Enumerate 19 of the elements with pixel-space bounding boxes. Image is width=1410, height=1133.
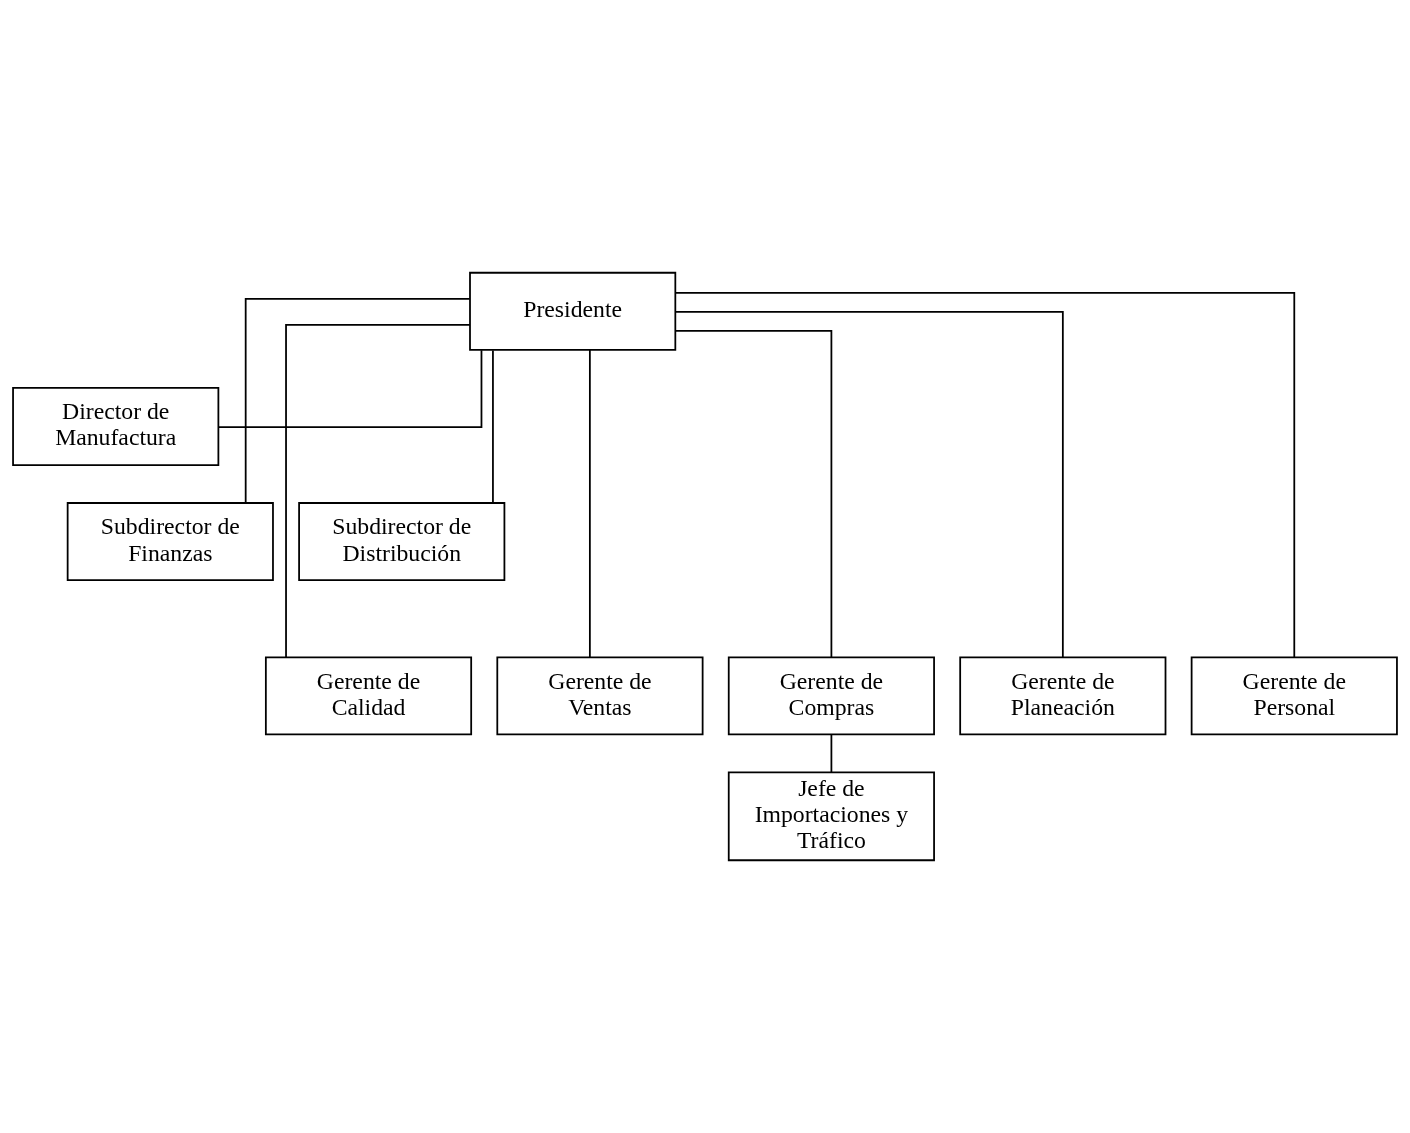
connector <box>492 349 494 504</box>
connector <box>674 311 1064 658</box>
node-box: Gerente de Planeación <box>959 656 1167 736</box>
node-box: Gerente de Compras <box>727 656 935 736</box>
node-box: Director de Manufactura <box>12 387 220 466</box>
connector <box>830 733 833 774</box>
node-box: Gerente de Personal <box>1190 656 1398 736</box>
node-box: Subdirector de Finanzas <box>66 502 274 582</box>
connector <box>589 349 591 659</box>
node-box: Subdirector de Distribución <box>298 502 506 582</box>
connector <box>285 324 471 659</box>
node-box: Presidente <box>469 271 677 351</box>
node-box: Gerente de Ventas <box>496 656 704 736</box>
connector <box>244 297 471 504</box>
connector <box>217 349 483 428</box>
connector <box>674 292 1296 659</box>
node-box: Gerente de Calidad <box>264 656 473 736</box>
node-box: Jefe de Importaciones y Tráfico <box>727 771 935 862</box>
connector <box>674 330 833 659</box>
